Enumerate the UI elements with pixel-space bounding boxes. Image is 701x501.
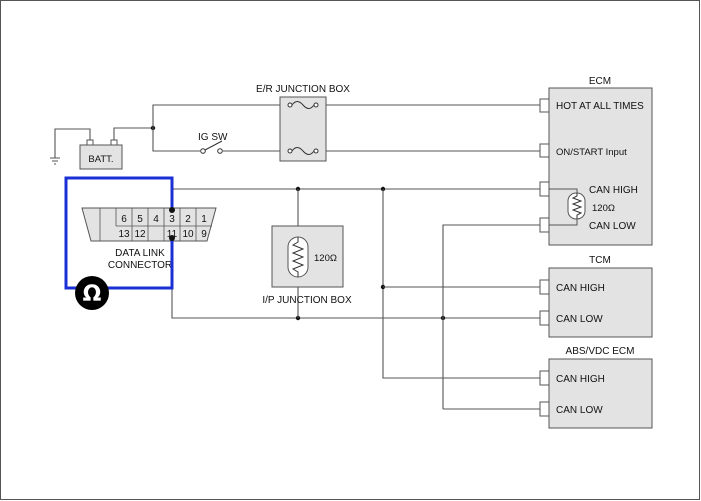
abs-title: ABS/VDC ECM <box>566 346 635 357</box>
dlc-pin-9: 9 <box>201 229 207 240</box>
ohmmeter-icon <box>75 276 109 310</box>
wire-can-low-ecm <box>442 224 540 409</box>
battery-label: BATT. <box>88 154 113 165</box>
dlc-pin-10: 10 <box>182 229 194 240</box>
dlc-pin-5: 5 <box>137 214 143 225</box>
ig-sw-label: IG SW <box>198 132 228 143</box>
wire-hot-feed <box>152 104 280 128</box>
ip-junction-box: 120Ω I/P JUNCTION BOX <box>262 225 352 306</box>
ecm-title: ECM <box>589 76 611 87</box>
dlc-pin-2: 2 <box>185 214 191 225</box>
resistor-icon <box>571 193 583 219</box>
ecm-resistor-label: 120Ω <box>592 203 615 214</box>
data-link-connector: 6 5 4 3 2 1 13 12 11 10 9 DATA LINK CONN… <box>81 207 217 271</box>
wire-can-high-drop <box>382 189 540 379</box>
dlc-pin-3: 3 <box>169 214 175 225</box>
wire-batt-positive <box>113 127 153 140</box>
ohm-symbol: Ω <box>83 282 102 307</box>
ignition-switch-icon: IG SW <box>198 132 228 154</box>
tcm-module: TCM CAN HIGH CAN LOW <box>539 255 653 338</box>
ecm-terminal-can-low: CAN LOW <box>589 221 636 232</box>
tcm-terminal-can-low: CAN LOW <box>556 314 603 325</box>
dlc-pin-1: 1 <box>201 214 207 225</box>
tcm-terminal-can-high: CAN HIGH <box>556 283 605 294</box>
dlc-pin-4: 4 <box>153 214 159 225</box>
dlc-pin-11: 11 <box>167 229 178 240</box>
abs-terminal-can-low: CAN LOW <box>556 405 603 416</box>
battery-terminal-pos <box>110 139 118 146</box>
battery: BATT. <box>79 139 123 170</box>
abs-vdc-module: ABS/VDC ECM CAN HIGH CAN LOW <box>539 346 653 429</box>
dlc-pin-12: 12 <box>134 229 146 240</box>
dlc-pin-6: 6 <box>121 214 127 225</box>
tcm-title: TCM <box>589 255 611 266</box>
dlc-pin-13: 13 <box>118 229 130 240</box>
resistance-measurement-highlight: Ω <box>64 176 175 310</box>
er-junction-box: E/R JUNCTION BOX <box>256 84 350 162</box>
can-low-bus <box>171 238 540 319</box>
battery-box <box>79 144 123 170</box>
ecm-terminal-hot: HOT AT ALL TIMES <box>556 101 644 112</box>
ecm-terminal-start: ON/START Input <box>556 147 627 158</box>
highlight-outline <box>64 176 174 290</box>
dlc-label-line1: DATA LINK <box>115 248 165 259</box>
wire-ig-feed <box>152 128 200 152</box>
abs-terminal-can-high: CAN HIGH <box>556 374 605 385</box>
er-junction-label: E/R JUNCTION BOX <box>256 84 350 95</box>
ecm-terminal-can-high: CAN HIGH <box>589 185 638 196</box>
resistor-icon <box>291 237 305 277</box>
battery-terminal-neg <box>86 139 94 146</box>
ip-junction-label: I/P JUNCTION BOX <box>262 295 352 306</box>
ecm-module: ECM HOT AT ALL TIMES ON/START Input CAN … <box>539 76 653 246</box>
ground-icon <box>50 128 91 165</box>
ip-resistor-label: 120Ω <box>314 253 337 264</box>
dlc-label-line2: CONNECTOR <box>108 260 172 271</box>
